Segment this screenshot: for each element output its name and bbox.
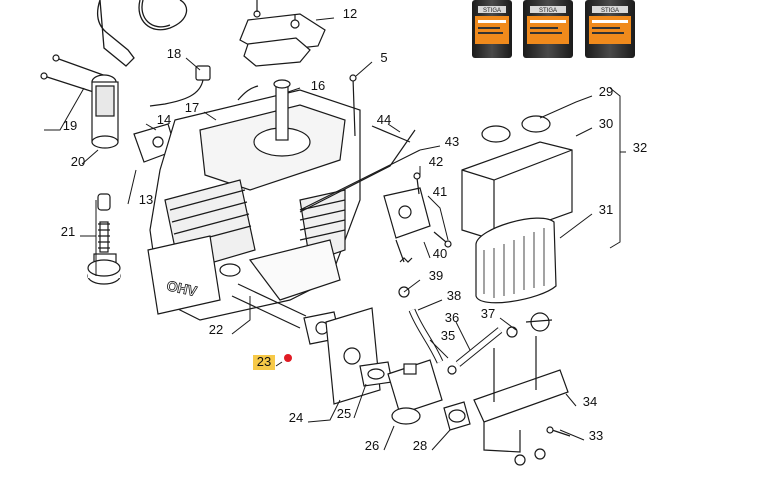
callout-16: 16: [311, 78, 325, 93]
callout-label: 28: [413, 438, 427, 453]
callout-label: 43: [445, 134, 459, 149]
callout-5: 5: [380, 50, 387, 65]
callout-39: 39: [429, 268, 443, 283]
callout-label: 23: [257, 354, 271, 369]
callout-label: 38: [447, 288, 461, 303]
part-21-shaft-assembly: [87, 193, 121, 285]
callout-25: 25: [337, 406, 351, 421]
intake-gaskets: [231, 283, 393, 405]
callout-label: 17: [185, 100, 199, 115]
callout-29: 29: [599, 84, 613, 99]
part-12-cover: [239, 0, 326, 67]
callout-label: 39: [429, 268, 443, 283]
callout-label: 16: [311, 78, 325, 93]
callout-43: 43: [445, 134, 459, 149]
callout-label: 12: [343, 6, 357, 21]
callout-label: 32: [633, 140, 647, 155]
callout-23: 23: [253, 354, 275, 370]
oil-bottle-brand: STIGA: [483, 8, 501, 14]
rods-5-43-44: [299, 74, 421, 213]
callout-38: 38: [447, 288, 461, 303]
part-20-starter-motor: [40, 54, 119, 149]
callout-label: 41: [433, 184, 447, 199]
oil-bottles: STIGA STIGA STIGA: [472, 0, 635, 58]
callout-35: 35: [441, 328, 455, 343]
callout-44: 44: [377, 112, 391, 127]
callout-label: 29: [599, 84, 613, 99]
callout-label: 18: [167, 46, 181, 61]
callout-36: 36: [445, 310, 459, 325]
leader-lines: [44, 17, 626, 451]
callout-label: 24: [289, 410, 303, 425]
callout-label: 42: [429, 154, 443, 169]
callout-26: 26: [365, 438, 379, 453]
callout-21: 21: [61, 224, 75, 239]
oil-bottle: STIGA: [523, 0, 573, 58]
highlight-marker: [284, 354, 292, 362]
part-26-carburetor: [387, 359, 471, 431]
callout-32: 32: [633, 140, 647, 155]
callout-highlight: [253, 355, 275, 370]
callout-label: 40: [433, 246, 447, 261]
callout-28: 28: [413, 438, 427, 453]
callout-24: 24: [289, 410, 303, 425]
callout-label: 13: [139, 192, 153, 207]
callout-label: 36: [445, 310, 459, 325]
callout-14: 14: [157, 112, 171, 127]
ignition-lead: [96, 0, 188, 67]
callout-label: 37: [481, 306, 495, 321]
callout-31: 31: [599, 202, 613, 217]
fuel-lines: [398, 286, 553, 375]
callout-40: 40: [433, 246, 447, 261]
callouts: 5 12 13 14 16 17 18 19 20 21 22 23 24 25 26 28 29 30 31 32 3…: [61, 6, 647, 453]
callout-label: 44: [377, 112, 391, 127]
callout-30: 30: [599, 116, 613, 131]
callout-label: 35: [441, 328, 455, 343]
part-40-throttle-bracket: [383, 172, 452, 263]
callout-41: 41: [433, 184, 447, 199]
callout-42: 42: [429, 154, 443, 169]
oil-bottle: STIGA: [472, 0, 512, 58]
callout-12: 12: [343, 6, 357, 21]
callout-label: 33: [589, 428, 603, 443]
callout-label: 14: [157, 112, 171, 127]
engine-block: OHV: [147, 79, 361, 321]
callout-label: 30: [599, 116, 613, 131]
oil-bottle-brand: STIGA: [539, 8, 557, 14]
callout-19: 19: [63, 118, 77, 133]
callout-label: 5: [380, 50, 387, 65]
callout-17: 17: [185, 100, 199, 115]
callout-13: 13: [139, 192, 153, 207]
callout-20: 20: [71, 154, 85, 169]
callout-34: 34: [583, 394, 597, 409]
callout-label: 31: [599, 202, 613, 217]
callout-label: 19: [63, 118, 77, 133]
callout-label: 34: [583, 394, 597, 409]
oil-bottle-brand: STIGA: [601, 8, 619, 14]
callout-22: 22: [209, 322, 223, 337]
air-filter-assembly: [461, 115, 573, 304]
engine-ohv-text: OHV: [165, 277, 199, 299]
callout-label: 20: [71, 154, 85, 169]
callout-label: 21: [61, 224, 75, 239]
callout-label: 25: [337, 406, 351, 421]
callout-label: 26: [365, 438, 379, 453]
callout-18: 18: [167, 46, 181, 61]
callout-37: 37: [481, 306, 495, 321]
oil-bottle: STIGA: [585, 0, 635, 58]
callout-label: 22: [209, 322, 223, 337]
callout-33: 33: [589, 428, 603, 443]
air-filter-base: [473, 336, 571, 466]
